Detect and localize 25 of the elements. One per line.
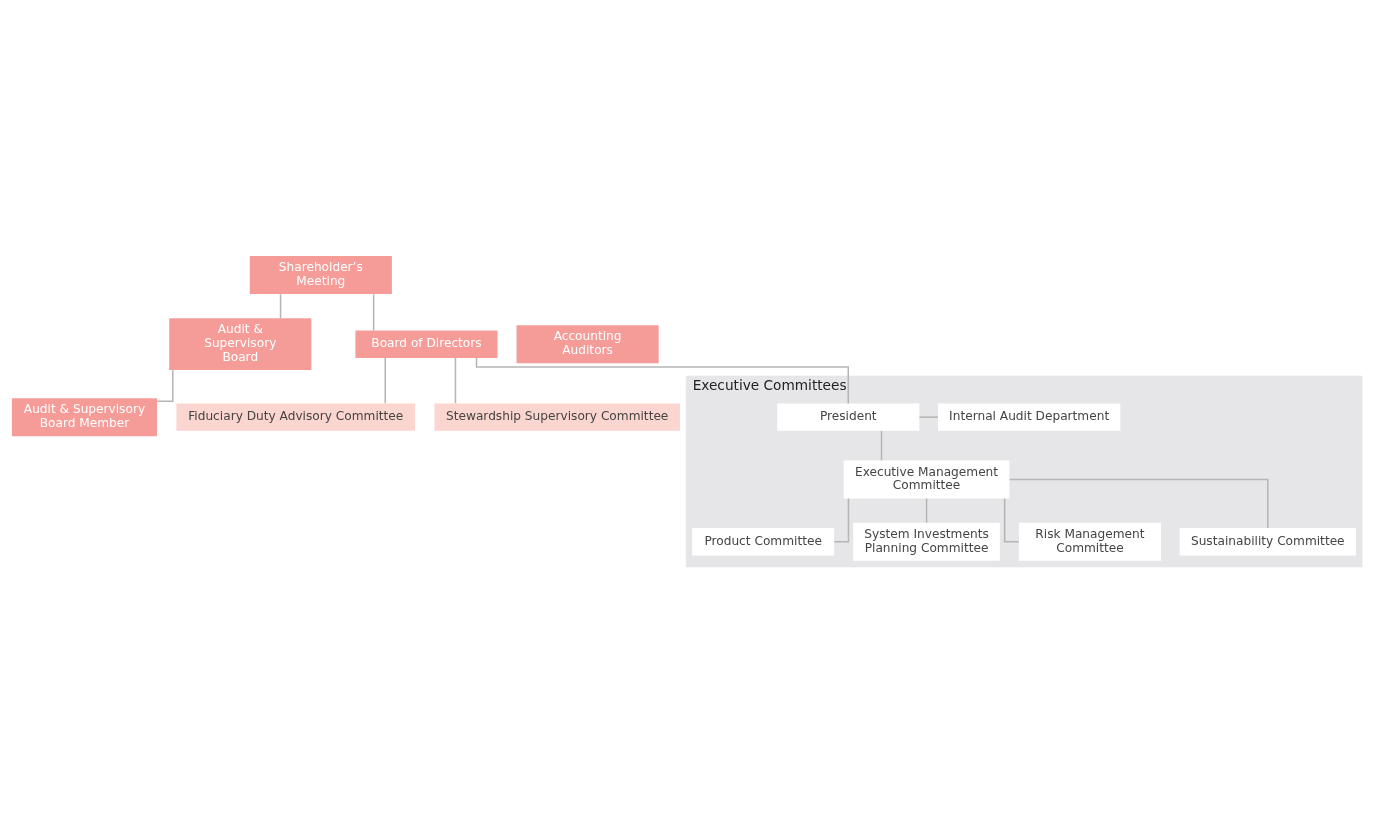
node-box: President — [777, 403, 920, 431]
node-box: Risk Management Committee — [1018, 522, 1161, 561]
connector — [925, 497, 928, 524]
connector — [279, 293, 282, 320]
node-box: Accounting Auditors — [516, 325, 659, 364]
node-box: Sustainability Committee — [1179, 528, 1356, 556]
node-box: System Investments Planning Committee — [853, 522, 1000, 561]
connector — [880, 430, 883, 461]
node-box: Executive Management Committee — [843, 460, 1010, 499]
connector — [475, 357, 850, 405]
node-box: Board of Directors — [355, 330, 498, 358]
connector — [1003, 497, 1020, 543]
node-box: Product Committee — [692, 528, 835, 556]
node-box: Audit & Supervisory Board — [169, 318, 312, 371]
node-box: Shareholder’s Meeting — [249, 256, 392, 295]
node-box: Fiduciary Duty Advisory Committee — [176, 403, 416, 431]
connector — [918, 416, 939, 418]
connector — [372, 293, 375, 332]
node-box: Internal Audit Department — [937, 403, 1121, 431]
connector — [384, 357, 386, 404]
connector — [833, 497, 850, 543]
connector — [454, 357, 457, 404]
node-box: Audit & Supervisory Board Member — [11, 398, 158, 437]
connector — [1008, 478, 1269, 529]
node-box: Stewardship Supervisory Committee — [434, 403, 680, 431]
